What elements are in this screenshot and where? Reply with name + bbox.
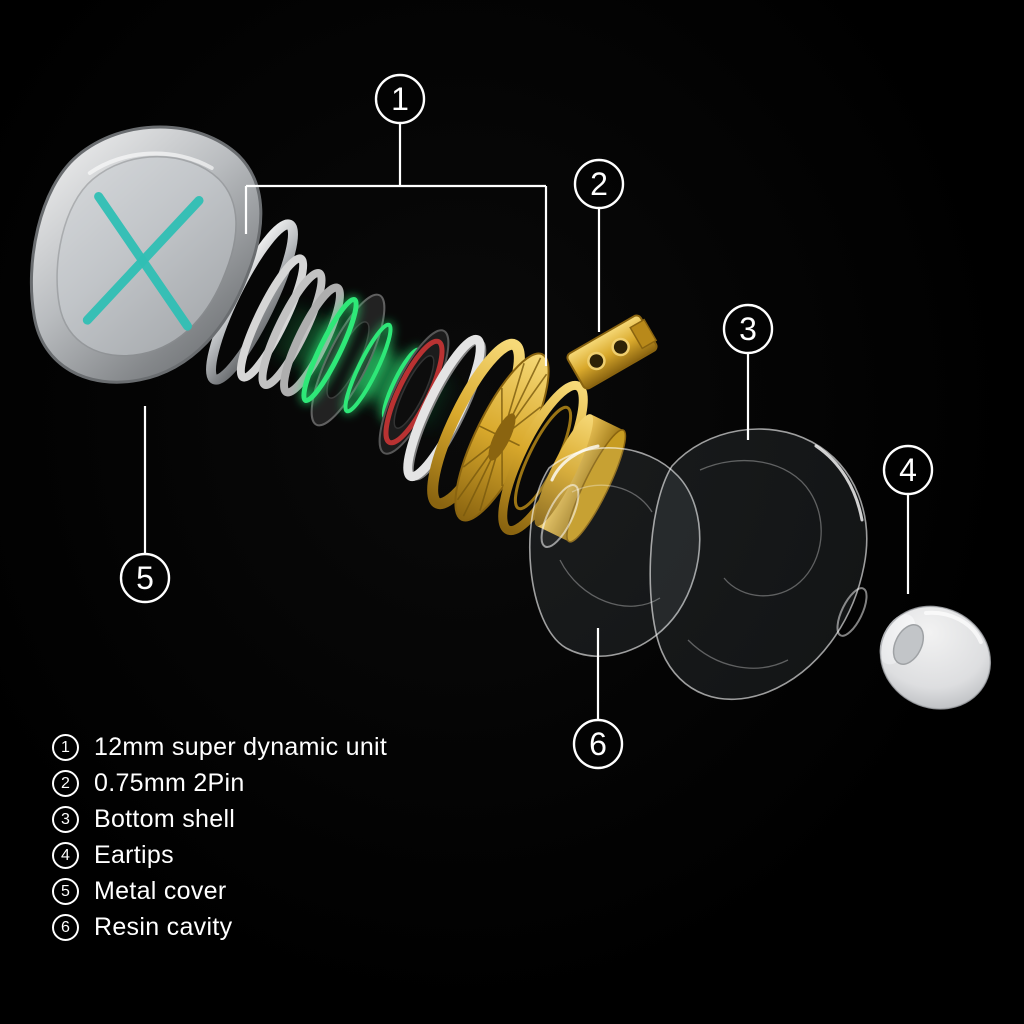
callout-3: 3 bbox=[722, 303, 774, 440]
legend-item-number: 2 bbox=[52, 770, 79, 797]
legend-item: 4 Eartips bbox=[52, 841, 387, 869]
legend-item: 5 Metal cover bbox=[52, 877, 387, 905]
two-pin-connector bbox=[566, 314, 658, 390]
callout-6-circle bbox=[572, 718, 624, 770]
callout-5: 5 bbox=[119, 406, 171, 604]
legend-item: 2 0.75mm 2Pin bbox=[52, 769, 387, 797]
callout-2-circle bbox=[573, 158, 625, 210]
callout-3-number: 3 bbox=[739, 311, 757, 347]
legend-item-number: 4 bbox=[52, 842, 79, 869]
callout-2: 2 bbox=[573, 158, 625, 332]
gold-cylinder bbox=[534, 414, 627, 543]
legend: 1 12mm super dynamic unit 2 0.75mm 2Pin … bbox=[52, 733, 388, 941]
legend-item-label: Resin cavity bbox=[94, 913, 233, 941]
callout-5-circle bbox=[119, 552, 171, 604]
callout-1: 1 bbox=[244, 73, 548, 366]
callout-4: 4 bbox=[882, 444, 934, 594]
gold-driver-cone bbox=[454, 352, 550, 522]
callout-1-line bbox=[244, 123, 548, 366]
legend-item-label: 12mm super dynamic unit bbox=[94, 733, 388, 761]
callout-1-number: 1 bbox=[391, 81, 409, 117]
callout-3-circle bbox=[722, 303, 774, 355]
legend-item-label: Metal cover bbox=[94, 877, 227, 905]
callout-4-number: 4 bbox=[899, 452, 917, 488]
callout-5-number: 5 bbox=[136, 560, 154, 596]
metal-cover bbox=[29, 125, 263, 384]
bottom-shell bbox=[649, 428, 868, 701]
legend-item: 1 12mm super dynamic unit bbox=[52, 733, 388, 761]
callout-6: 6 bbox=[572, 628, 624, 770]
callout-6-number: 6 bbox=[589, 726, 607, 762]
legend-item-label: Bottom shell bbox=[94, 805, 236, 833]
legend-item: 6 Resin cavity bbox=[52, 913, 387, 941]
legend-item-label: 0.75mm 2Pin bbox=[94, 769, 245, 797]
legend-item-number: 5 bbox=[52, 878, 79, 905]
resin-cavity bbox=[528, 444, 701, 657]
teal-x-stroke-2 bbox=[82, 196, 204, 325]
callout-1-circle bbox=[374, 73, 426, 125]
legend-item-number: 6 bbox=[52, 914, 79, 941]
eartip bbox=[879, 605, 992, 710]
legend-item-number: 3 bbox=[52, 806, 79, 833]
callout-4-circle bbox=[882, 444, 934, 496]
legend-item: 3 Bottom shell bbox=[52, 805, 387, 833]
legend-item-label: Eartips bbox=[94, 841, 174, 869]
callout-2-number: 2 bbox=[590, 166, 608, 202]
legend-item-number: 1 bbox=[52, 734, 79, 761]
